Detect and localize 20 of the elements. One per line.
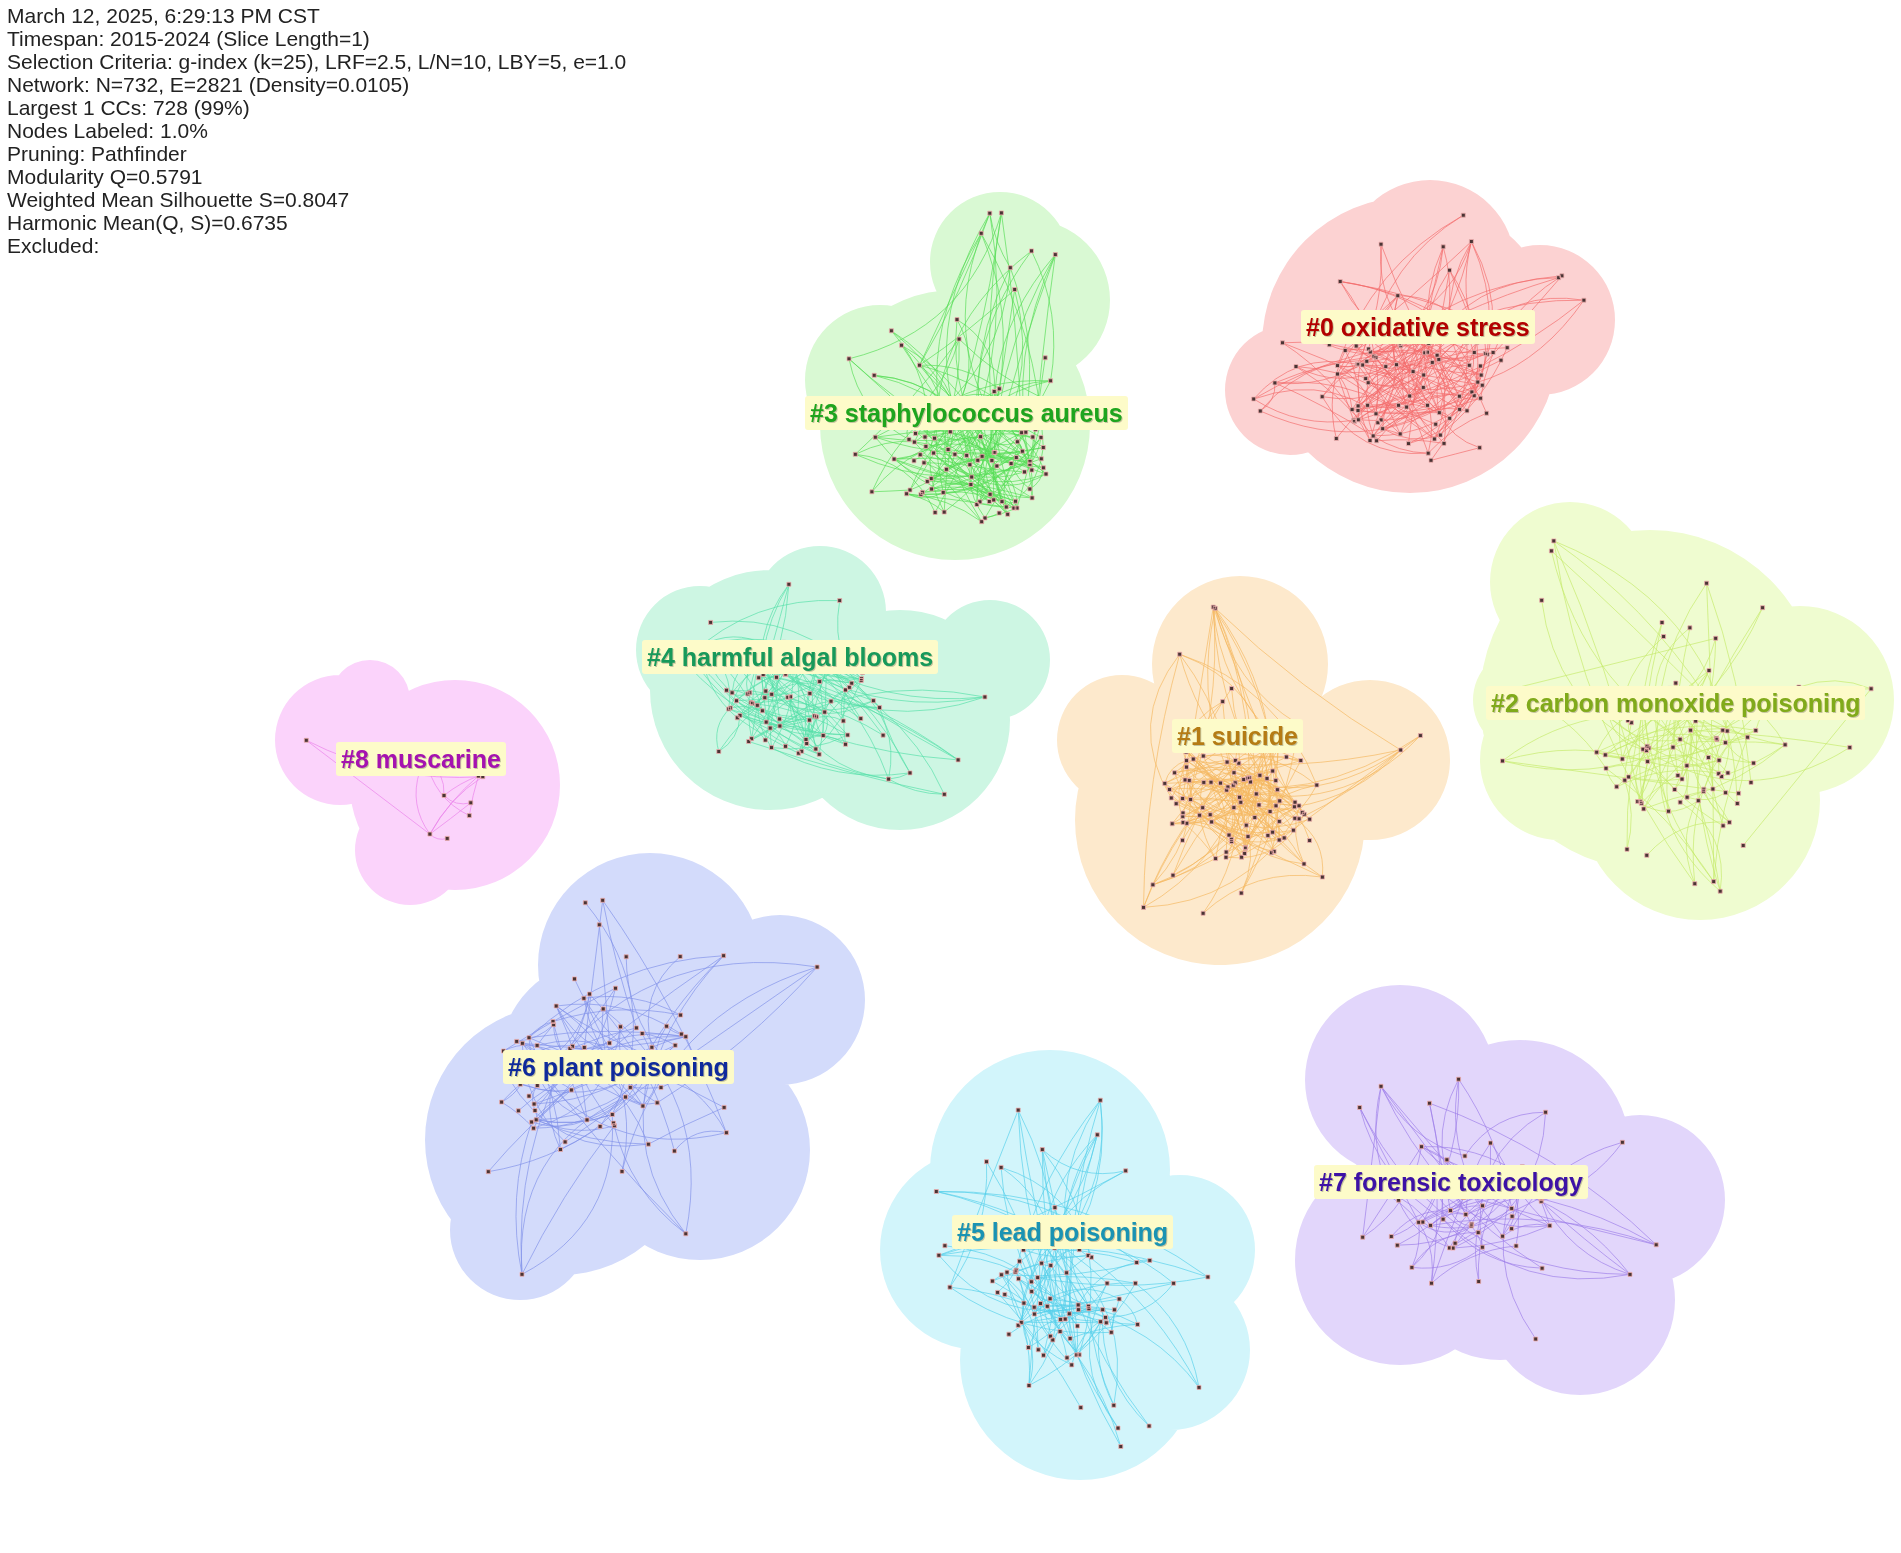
cluster-label: #1 suicide	[1172, 719, 1303, 753]
cluster-label: #7 forensic toxicology	[1314, 1165, 1588, 1199]
metadata-text: Network: N=732, E=2821 (Density=0.0105)	[7, 73, 410, 96]
cluster-label: #3 staphylococcus aureus	[805, 396, 1128, 430]
metadata-text: Largest 1 CCs: 728 (99%)	[7, 96, 250, 119]
cluster-label: #5 lead poisoning	[952, 1215, 1174, 1249]
metadata-text: Timespan: 2015-2024 (Slice Length=1)	[7, 27, 370, 50]
cluster-label: #0 oxidative stress	[1301, 310, 1535, 344]
metadata-text: Excluded:	[7, 234, 100, 257]
metadata-text: March 12, 2025, 6:29:13 PM CST	[7, 4, 320, 27]
metadata-text: Nodes Labeled: 1.0%	[7, 119, 208, 142]
metadata-text: Weighted Mean Silhouette S=0.8047	[7, 188, 350, 211]
cluster-label: #4 harmful algal blooms	[642, 640, 939, 674]
cluster-label: #2 carbon monoxide poisoning	[1486, 686, 1866, 720]
metadata-text: Selection Criteria: g-index (k=25), LRF=2.5, L/N=10, LBY=5, e=1.0	[7, 50, 627, 73]
metadata-text: Harmonic Mean(Q, S)=0.6735	[7, 211, 288, 234]
cluster-label: #6 plant poisoning	[503, 1050, 734, 1084]
cluster-label: #8 muscarine	[336, 742, 506, 776]
metadata-text: Pruning: Pathfinder	[7, 142, 187, 165]
metadata-text: Modularity Q=0.5791	[7, 165, 203, 188]
